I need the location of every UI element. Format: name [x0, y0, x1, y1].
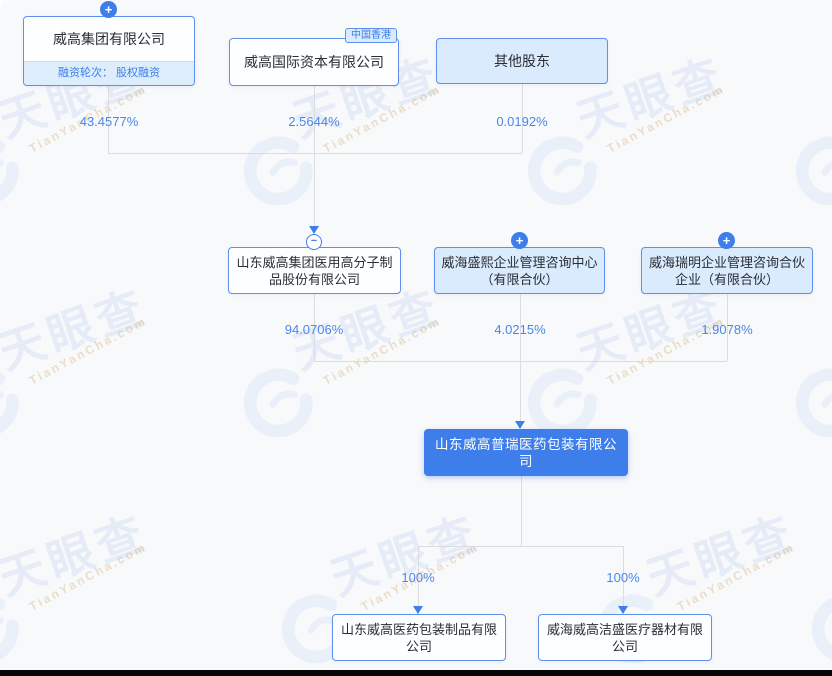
company-name: 威海盛熙企业管理咨询中心（有限合伙）: [441, 254, 598, 287]
expand-plus-icon[interactable]: +: [511, 232, 528, 249]
company-node-shandong-weigao-polymer[interactable]: 山东威高集团医用高分子制品股份有限公司: [228, 247, 401, 294]
company-name: 山东威高医药包装制品有限公司: [340, 621, 497, 654]
shareholding-percent: 94.0706%: [284, 322, 344, 337]
tianyancha-logo-icon: [235, 128, 326, 222]
watermark-brand-text: 天眼查: [0, 279, 154, 379]
shareholding-percent: 100%: [606, 570, 640, 585]
tianyancha-logo-icon: [0, 360, 31, 454]
tianyancha-logo-icon: [0, 128, 31, 222]
connector-line: [522, 84, 523, 153]
financing-round-label: 融资轮次： 股权融资: [24, 61, 194, 85]
expand-plus-icon[interactable]: +: [100, 1, 117, 18]
tianyancha-logo-icon: [0, 586, 31, 676]
arrow-down-icon: [618, 606, 628, 614]
company-name: 威海瑞明企业管理咨询合伙企业（有限合伙）: [648, 254, 805, 287]
company-name: 山东威高集团医用高分子制品股份有限公司: [236, 254, 393, 287]
company-name: 威高集团有限公司: [53, 30, 165, 47]
company-name: 其他股东: [494, 53, 550, 69]
connector-line: [727, 294, 728, 361]
connector-line: [520, 294, 521, 421]
shareholding-percent: 43.4577%: [79, 114, 139, 129]
connector-line: [314, 86, 315, 226]
company-node-weihai-shengxi[interactable]: 威海盛熙企业管理咨询中心（有限合伙）: [434, 247, 605, 294]
expand-plus-icon[interactable]: +: [718, 232, 735, 249]
arrow-down-icon: [515, 421, 525, 429]
connector-line: [418, 546, 419, 606]
tianyancha-logo-icon: [787, 360, 832, 454]
company-node-shandong-weigao-packaging[interactable]: 山东威高医药包装制品有限公司: [332, 614, 506, 661]
connector-line: [418, 546, 623, 547]
company-node-weigao-international[interactable]: 威高国际资本有限公司: [229, 38, 399, 86]
company-node-weihai-ruiming[interactable]: 威海瑞明企业管理咨询合伙企业（有限合伙）: [641, 247, 813, 294]
company-name: 威海威高洁盛医疗器材有限公司: [546, 621, 703, 654]
arrow-down-icon: [309, 226, 319, 234]
collapse-minus-icon[interactable]: −: [306, 234, 322, 250]
window-bottom-edge: [0, 670, 832, 676]
company-name: 威高国际资本有限公司: [244, 54, 384, 70]
tianyancha-logo-icon: [519, 128, 610, 222]
shareholding-percent: 0.0192%: [496, 114, 548, 129]
tianyancha-logo-icon: [803, 586, 832, 676]
watermark-domain-text: TianYanCha.com: [604, 81, 728, 156]
arrow-down-icon: [413, 606, 423, 614]
watermark-brand-text: 天眼查: [324, 505, 486, 605]
watermark-brand-text: 天眼查: [0, 505, 154, 605]
connector-line: [314, 294, 315, 361]
tianyancha-logo-icon: [235, 360, 326, 454]
company-node-other-shareholders[interactable]: 其他股东: [436, 38, 608, 84]
connector-line: [108, 86, 109, 153]
shareholding-percent: 2.5644%: [288, 114, 340, 129]
shareholding-percent: 100%: [401, 570, 435, 585]
connector-line: [314, 361, 727, 362]
watermark-brand-text: 天眼查: [640, 505, 802, 605]
watermark-domain-text: TianYanCha.com: [26, 539, 150, 614]
region-tag-hongkong: 中国香港: [345, 28, 397, 43]
shareholding-percent: 4.0215%: [494, 322, 546, 337]
tianyancha-logo-icon: [787, 128, 832, 222]
company-name: 山东威高普瑞医药包装有限公司: [435, 436, 617, 469]
connector-line: [623, 546, 624, 606]
connector-line: [108, 153, 522, 154]
connector-line: [521, 476, 522, 546]
shareholding-percent: 1.9078%: [701, 322, 753, 337]
watermark-domain-text: TianYanCha.com: [674, 539, 798, 614]
focal-company-node[interactable]: 山东威高普瑞医药包装有限公司: [424, 429, 628, 476]
company-node-weihai-jiesheng[interactable]: 威海威高洁盛医疗器材有限公司: [538, 614, 712, 661]
company-node-weigao-group[interactable]: 威高集团有限公司 融资轮次： 股权融资: [23, 16, 195, 86]
watermark-domain-text: TianYanCha.com: [26, 313, 150, 388]
